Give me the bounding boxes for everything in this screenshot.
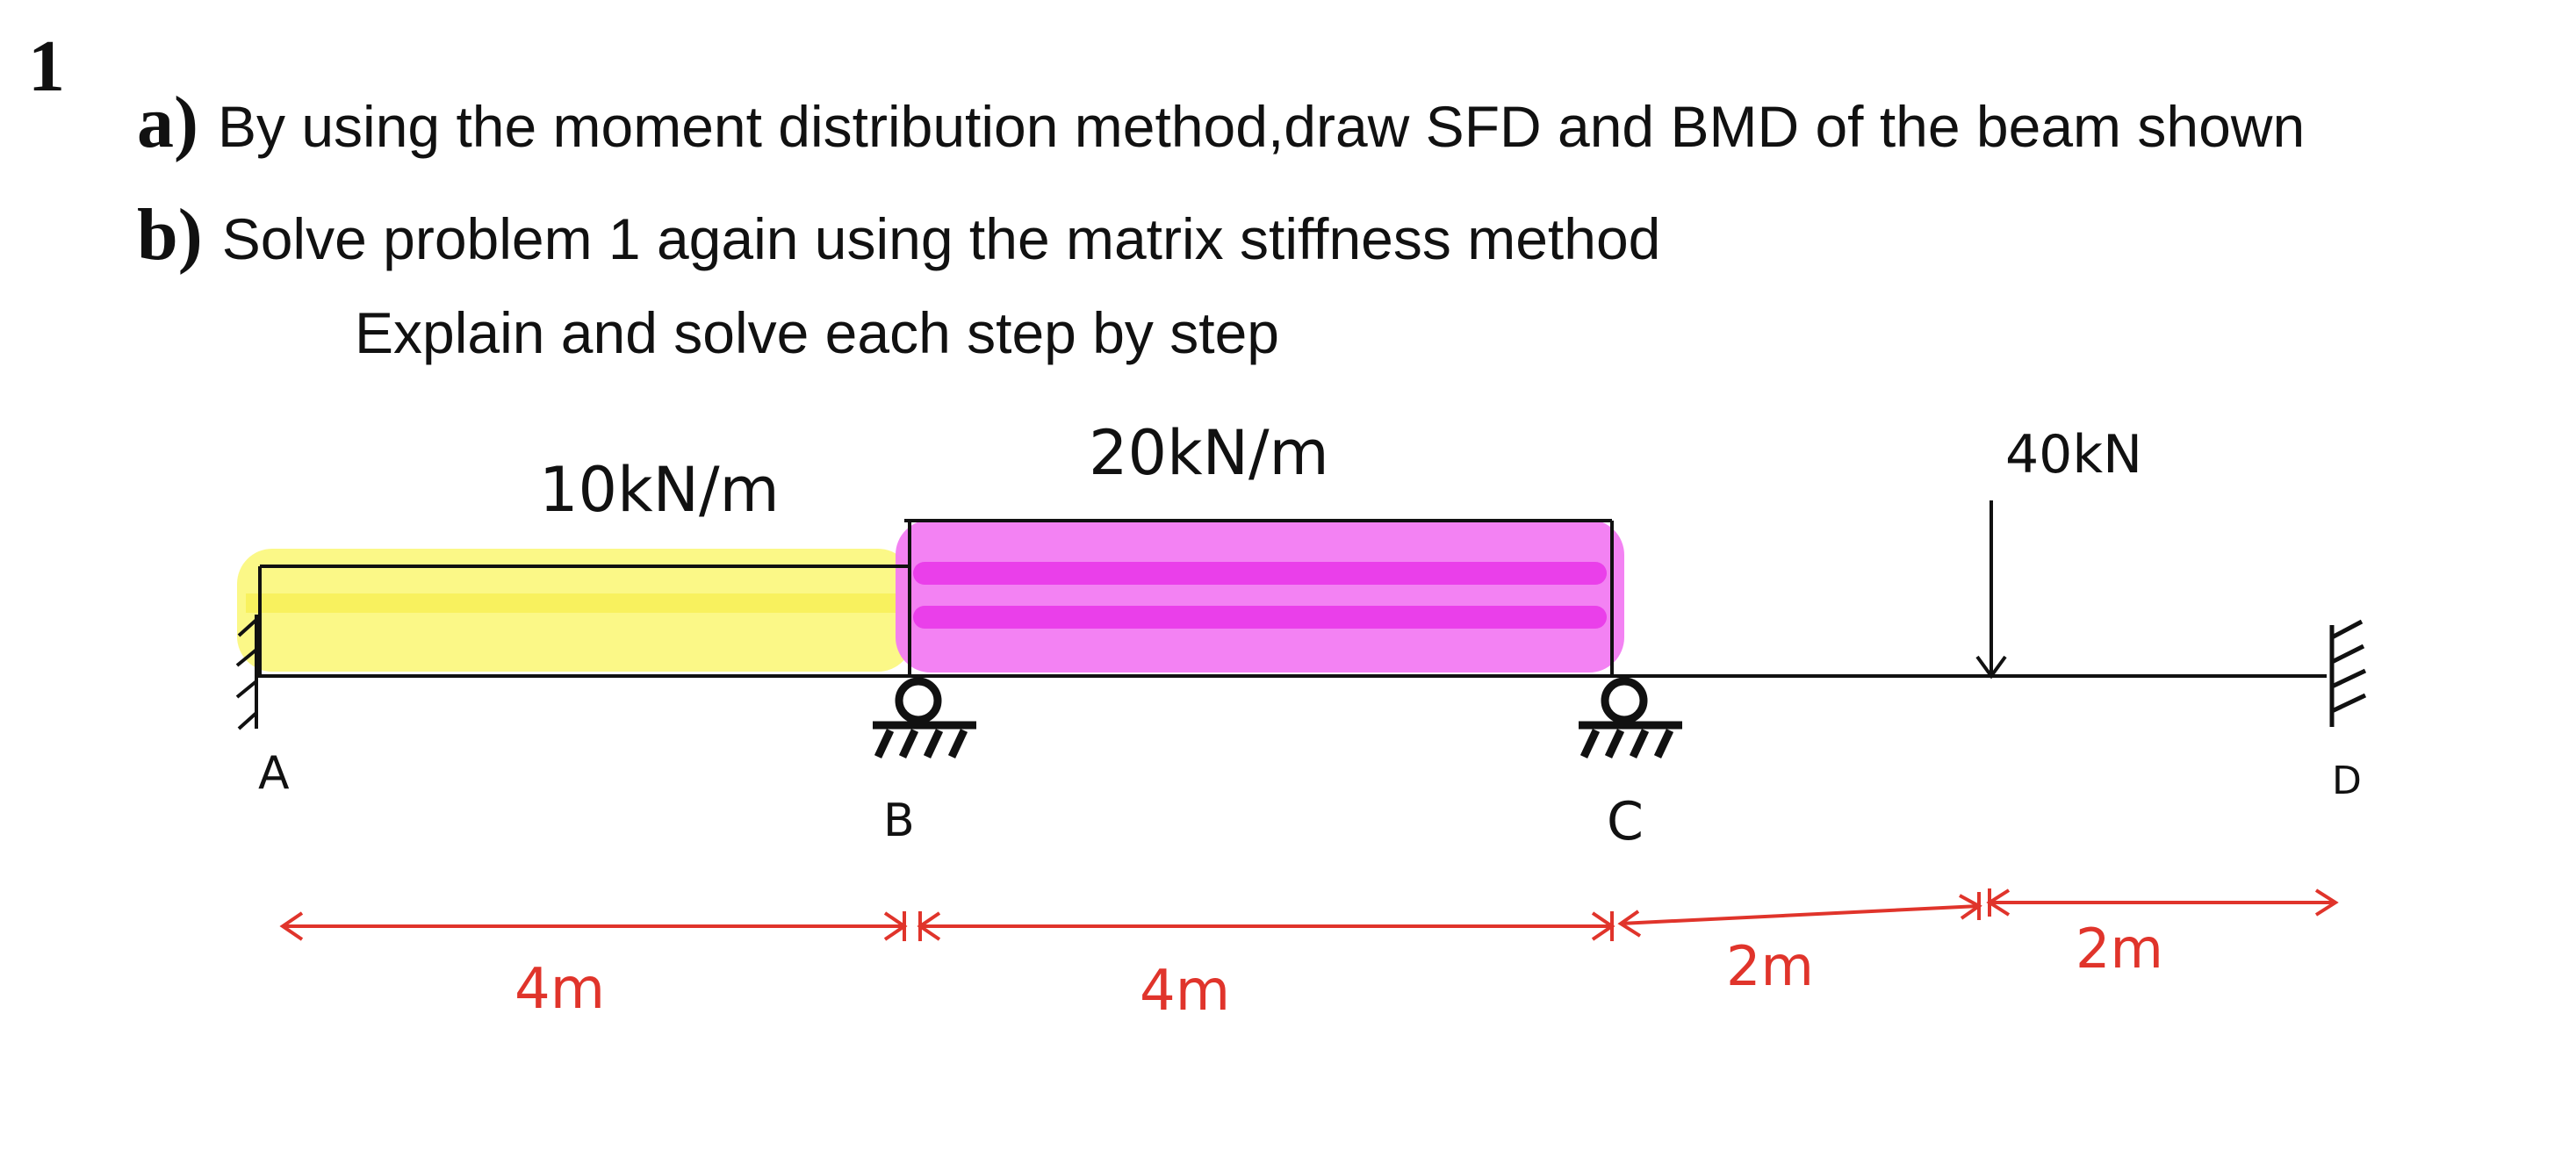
part-b: b) Solve problem 1 again using the matri… <box>137 198 1660 272</box>
udl-bc-block <box>904 519 1614 676</box>
udl-ab-block <box>258 565 910 676</box>
point-load-arrow <box>1975 500 2007 680</box>
udl-bc-highlight <box>896 520 1624 673</box>
dimension-bc <box>917 911 1615 941</box>
part-a-text: By using the moment distribution method,… <box>217 94 2306 159</box>
roller-support-b <box>873 677 976 759</box>
support-label-d: D <box>2332 759 2362 803</box>
part-b-letter: b) <box>137 194 203 276</box>
part-b-text: Solve problem 1 again using the matrix s… <box>221 206 1661 271</box>
part-a-letter: a) <box>137 82 198 163</box>
dimension-label-load-d: 2m <box>2076 917 2163 981</box>
dimension-label-bc: 4m <box>1140 959 1230 1024</box>
dimension-label-ab: 4m <box>514 957 605 1022</box>
support-label-a: A <box>258 747 290 800</box>
dimension-label-c-load: 2m <box>1726 934 1814 998</box>
udl-bc-label: 20kN/m <box>1089 417 1329 489</box>
question-number: 1 <box>28 25 65 107</box>
instruction-text: Explain and solve each step by step <box>355 300 1280 365</box>
part-a: a) By using the moment distribution meth… <box>137 86 2305 160</box>
support-label-c: C <box>1607 791 1644 852</box>
roller-support-c <box>1579 677 1682 759</box>
dimension-load-d <box>1986 888 2339 917</box>
dimension-c-load <box>1617 892 1982 938</box>
udl-ab-label: 10kN/m <box>539 454 780 526</box>
fixed-support-d <box>2329 619 2367 727</box>
udl-ab-highlight <box>237 549 913 672</box>
fixed-support-a <box>235 615 258 730</box>
support-label-b: B <box>883 795 915 847</box>
point-load-label: 40kN <box>2005 424 2142 485</box>
dimension-ab <box>279 911 908 941</box>
